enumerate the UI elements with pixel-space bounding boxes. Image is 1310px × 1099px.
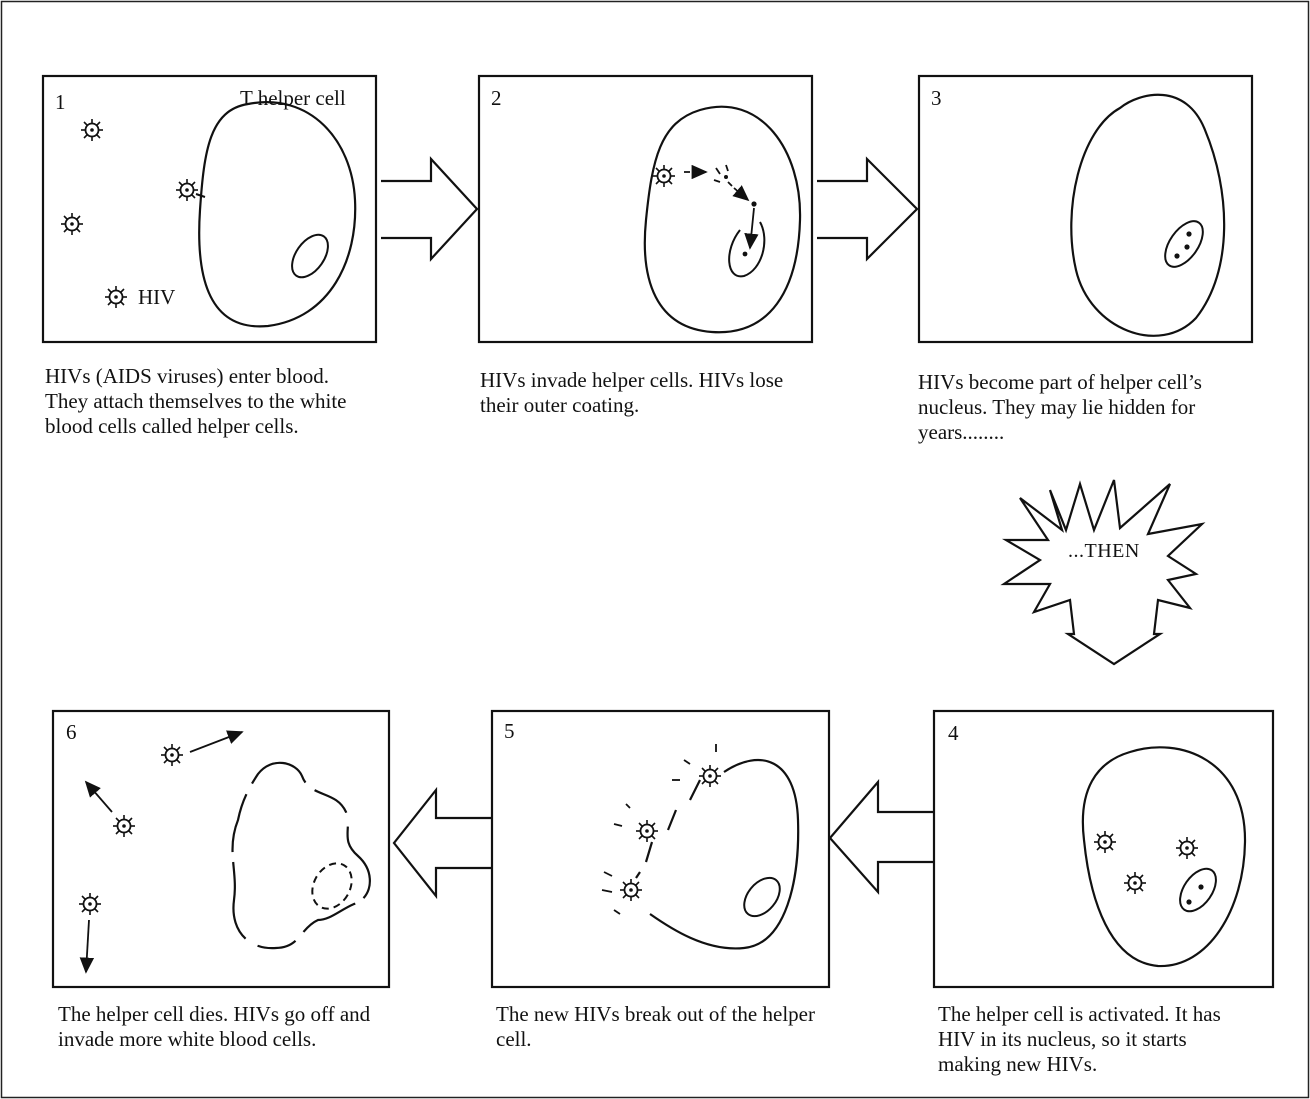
escape-arrow xyxy=(79,919,95,974)
panel-2 xyxy=(477,74,814,344)
virus-icon xyxy=(652,164,676,188)
panel-3-caption: HIVs become part of helper cell’s nucleu… xyxy=(918,370,1202,444)
panel-1-number: 1 xyxy=(55,90,66,114)
panel-2-caption: HIVs invade helper cells. HIVs lose thei… xyxy=(480,368,784,417)
nucleus xyxy=(743,876,781,918)
virus-icon xyxy=(619,878,643,902)
panel-1-box xyxy=(41,74,378,344)
core-path xyxy=(732,185,750,202)
panel-3-number: 3 xyxy=(931,86,942,110)
panel-4-caption: The helper cell is activated. It has HIV… xyxy=(938,1002,1221,1076)
then-label: ...THEN xyxy=(1068,540,1140,562)
helper-cell xyxy=(643,105,802,334)
panel-3-box xyxy=(917,74,1254,344)
panel-2-number: 2 xyxy=(491,86,502,110)
escape-arrow xyxy=(84,780,113,813)
arrow-right-1 xyxy=(381,156,479,262)
panel-4-number: 4 xyxy=(948,721,959,745)
core-path xyxy=(744,207,759,250)
virus-icon xyxy=(1093,830,1117,854)
panel-4 xyxy=(932,709,1275,989)
helper-cell xyxy=(1081,746,1247,968)
helper-cell xyxy=(198,101,357,328)
panel-6-box xyxy=(51,709,391,989)
panel-5-caption: The new HIVs break out of the helper cel… xyxy=(496,1002,815,1051)
panel-6-caption: The helper cell dies. HIVs go off and in… xyxy=(58,1002,371,1051)
panel-6 xyxy=(51,709,391,989)
panel-6-number: 6 xyxy=(66,720,77,744)
then-burst xyxy=(1000,479,1206,666)
virus-icon xyxy=(78,892,102,916)
dying-helper-cell xyxy=(231,761,371,950)
panel-2-box xyxy=(477,74,814,344)
panel-5-number: 5 xyxy=(504,719,515,743)
panel-5 xyxy=(490,709,831,989)
nucleus xyxy=(311,862,353,910)
panel-1-caption: HIVs (AIDS viruses) enter blood. They at… xyxy=(45,364,347,438)
helper-cell-label: T helper cell xyxy=(240,86,346,110)
arrow-right-2 xyxy=(817,156,919,262)
panel-3 xyxy=(917,74,1254,344)
helper-cell-membrane xyxy=(649,758,800,950)
uncoating-virus-fragments xyxy=(713,164,733,187)
virus-icon xyxy=(1175,836,1199,860)
virus-icon xyxy=(60,212,84,236)
nucleus xyxy=(1179,867,1217,913)
virus-icon xyxy=(175,178,199,202)
arrow-left-1 xyxy=(828,779,934,895)
motion-lines xyxy=(601,744,717,915)
nucleus xyxy=(728,221,766,278)
helper-cell xyxy=(1070,93,1226,337)
nucleus xyxy=(291,233,329,279)
virus-icon xyxy=(160,743,184,767)
panel-5-box xyxy=(490,709,831,989)
nucleus xyxy=(1164,220,1204,268)
escape-arrow xyxy=(189,730,244,753)
virus-icon xyxy=(112,814,136,838)
panel-4-box xyxy=(932,709,1275,989)
virus-icon xyxy=(104,285,128,309)
ruptured-membrane xyxy=(635,779,701,879)
panel-1 xyxy=(41,74,378,344)
virus-icon xyxy=(1123,871,1147,895)
virus-icon xyxy=(80,118,104,142)
viral-core xyxy=(751,201,757,207)
arrow-left-2 xyxy=(392,786,492,900)
virus-icon xyxy=(698,764,722,788)
virus-icon xyxy=(635,819,659,843)
viral-core xyxy=(724,175,728,179)
hiv-label: HIV xyxy=(138,285,176,309)
